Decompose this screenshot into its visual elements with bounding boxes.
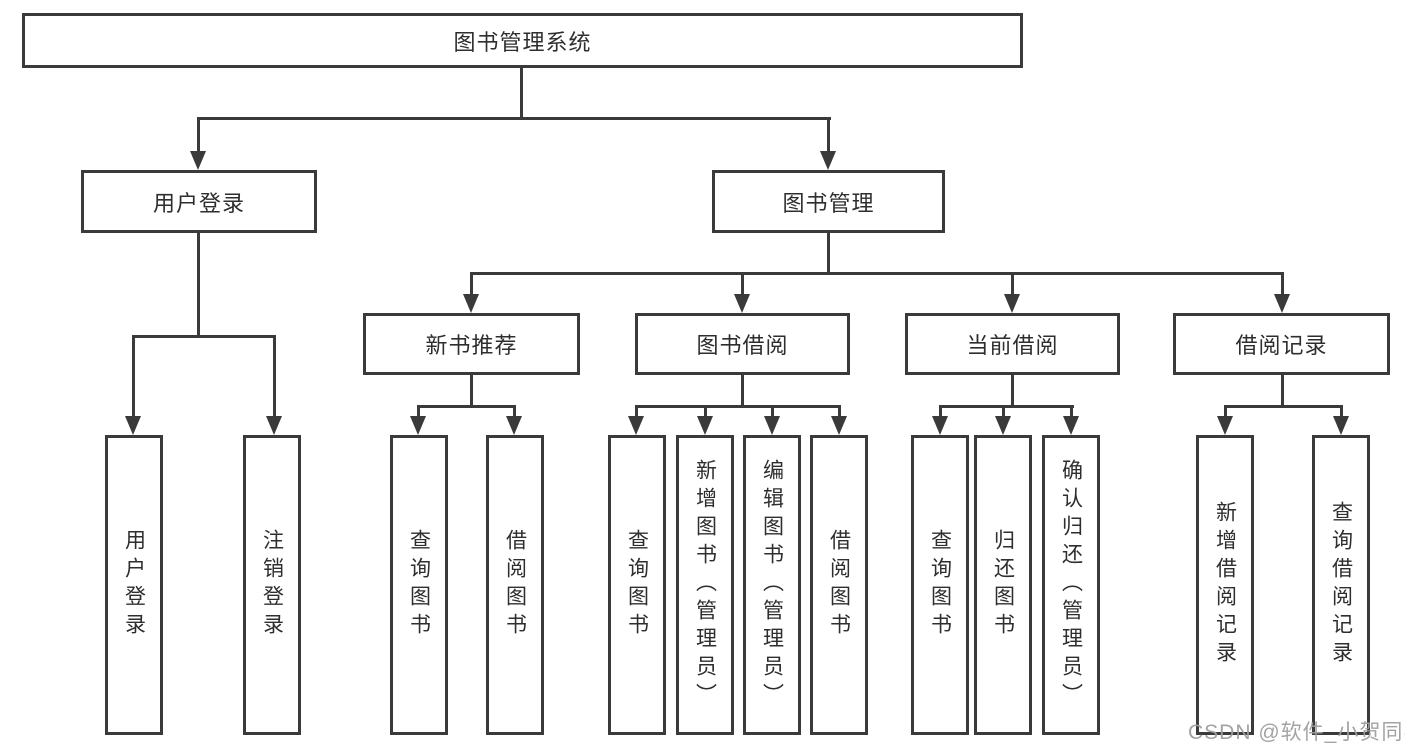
leaf-logout-label: 注销登录 (260, 529, 284, 641)
leaf-confirm-return-admin: 确认归还（管理员） (1042, 435, 1100, 735)
connector-drop-user-login (197, 117, 200, 153)
arrow-down-icon (820, 151, 836, 170)
arrow-down-icon (125, 416, 141, 435)
arrow-down-icon (1217, 416, 1233, 435)
csdn-watermark: CSDN @软件_小贺同学 (1188, 721, 1405, 744)
connector-drop-leaf (1224, 405, 1227, 418)
leaf-query-borrow-record: 查询借阅记录 (1312, 435, 1370, 735)
connector-drop-leaf (513, 405, 516, 418)
node-new-book-recommend: 新书推荐 (363, 313, 580, 375)
node-new-book-recommend-label: 新书推荐 (425, 333, 518, 358)
arrow-down-icon (190, 151, 206, 170)
connector-current-borrow-rail (939, 405, 1074, 408)
connector-drop-leaf (704, 405, 707, 418)
leaf-confirm-return-admin-label: 确认归还（管理员） (1059, 459, 1083, 711)
connector-level3-rail (470, 272, 1284, 275)
node-book-management-label: 图书管理 (782, 190, 875, 216)
leaf-edit-book-admin: 编辑图书（管理员） (743, 435, 801, 735)
arrow-down-icon (410, 416, 426, 435)
arrow-down-icon (995, 416, 1011, 435)
connector-drop-book-management (827, 117, 830, 153)
arrow-down-icon (764, 416, 780, 435)
connector-current-borrow-stem (1011, 375, 1014, 407)
connector-drop-leaf (1070, 405, 1073, 418)
connector-borrow-record-rail (1224, 405, 1343, 408)
leaf-user-login: 用户登录 (105, 435, 163, 735)
leaf-add-book-admin-label: 新增图书（管理员） (693, 459, 717, 711)
connector-drop-leaf (1002, 405, 1005, 418)
connector-drop-leaf (771, 405, 774, 418)
node-user-login-label: 用户登录 (152, 190, 245, 216)
leaf-user-login-label: 用户登录 (122, 529, 146, 641)
arrow-down-icon (1063, 416, 1079, 435)
leaf-edit-book-admin-label: 编辑图书（管理员） (760, 459, 784, 711)
arrow-down-icon (463, 294, 479, 313)
connector-drop-borrow-record (1281, 272, 1284, 296)
node-book-management: 图书管理 (712, 170, 945, 233)
leaf-query-book-borrow-label: 查询图书 (625, 529, 649, 641)
node-user-login: 用户登录 (81, 170, 317, 233)
connector-user-login-stem (197, 233, 200, 337)
leaf-query-book-recommend: 查询图书 (390, 435, 448, 735)
connector-new-book-rail (417, 405, 516, 408)
leaf-query-book-recommend-label: 查询图书 (407, 529, 431, 641)
connector-root-stem (520, 66, 523, 119)
arrow-down-icon (628, 416, 644, 435)
leaf-add-borrow-record-label: 新增借阅记录 (1213, 501, 1237, 669)
arrow-down-icon (932, 416, 948, 435)
connector-drop-leaf (1340, 405, 1343, 418)
leaf-query-current-borrow-label: 查询图书 (928, 529, 952, 641)
connector-drop-leaf (939, 405, 942, 418)
node-book-borrow: 图书借阅 (635, 313, 850, 375)
arrow-down-icon (1333, 416, 1349, 435)
connector-book-management-stem (827, 233, 830, 274)
leaf-add-borrow-record: 新增借阅记录 (1196, 435, 1254, 735)
connector-drop-new-book (470, 272, 473, 296)
node-current-borrow-label: 当前借阅 (966, 333, 1059, 358)
leaf-query-borrow-record-label: 查询借阅记录 (1329, 501, 1353, 669)
leaf-logout: 注销登录 (243, 435, 301, 735)
connector-level2-rail (197, 117, 831, 120)
node-root-library-system: 图书管理系统 (22, 13, 1023, 68)
node-book-borrow-label: 图书借阅 (696, 333, 789, 358)
leaf-return-book: 归还图书 (974, 435, 1032, 735)
leaf-query-current-borrow: 查询图书 (911, 435, 969, 735)
connector-borrow-record-stem (1281, 375, 1284, 407)
arrow-down-icon (734, 294, 750, 313)
arrow-down-icon (697, 416, 713, 435)
arrow-down-icon (831, 416, 847, 435)
connector-drop-leaf (838, 405, 841, 418)
leaf-borrow-book: 借阅图书 (810, 435, 868, 735)
node-borrow-record: 借阅记录 (1173, 313, 1390, 375)
node-root-label: 图书管理系统 (453, 29, 592, 55)
connector-book-borrow-rail (635, 405, 840, 408)
leaf-return-book-label: 归还图书 (991, 529, 1015, 641)
connector-book-borrow-stem (741, 375, 744, 407)
leaf-borrow-book-recommend-label: 借阅图书 (503, 529, 527, 641)
connector-new-book-stem (470, 375, 473, 407)
connector-drop-login-leaf (132, 335, 135, 418)
connector-drop-current-borrow (1011, 272, 1014, 296)
arrow-down-icon (1004, 294, 1020, 313)
node-current-borrow: 当前借阅 (905, 313, 1120, 375)
leaf-query-book-borrow: 查询图书 (608, 435, 666, 735)
leaf-add-book-admin: 新增图书（管理员） (676, 435, 734, 735)
connector-drop-logout-leaf (273, 335, 276, 418)
connector-drop-leaf (635, 405, 638, 418)
connector-user-login-rail (132, 335, 276, 338)
arrow-down-icon (506, 416, 522, 435)
leaf-borrow-book-label: 借阅图书 (827, 529, 851, 641)
arrow-down-icon (1274, 294, 1290, 313)
arrow-down-icon (266, 416, 282, 435)
leaf-borrow-book-recommend: 借阅图书 (486, 435, 544, 735)
connector-drop-book-borrow (741, 272, 744, 296)
connector-drop-leaf (417, 405, 420, 418)
node-borrow-record-label: 借阅记录 (1235, 333, 1328, 358)
